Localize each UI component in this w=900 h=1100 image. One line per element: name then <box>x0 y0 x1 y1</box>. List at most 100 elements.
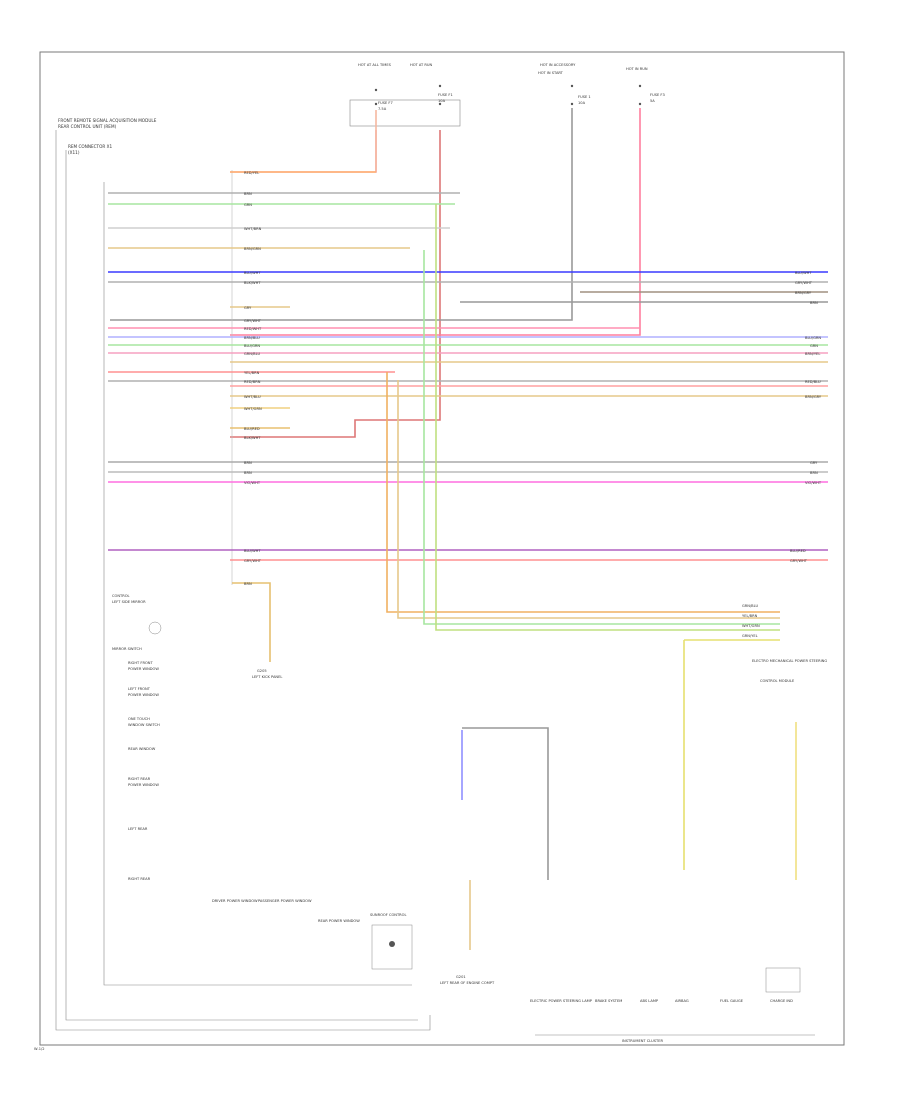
svg-text:BLK/WHT: BLK/WHT <box>244 281 261 285</box>
footer-code: W-1/2 <box>34 1047 45 1051</box>
fuse-block-a: HOT AT ALL TIMES HOT AT RUN FUSE F7 7.5A… <box>349 63 461 127</box>
svg-text:RIGHT FRONT: RIGHT FRONT <box>128 661 153 665</box>
svg-text:BRN/GRY: BRN/GRY <box>805 395 822 399</box>
ground-g205: G205 LEFT KICK PANEL <box>252 669 282 679</box>
svg-text:BLU/GRN: BLU/GRN <box>805 336 821 340</box>
module-title-2: REAR CONTROL UNIT (REM) <box>58 124 117 129</box>
svg-text:INSTRUMENT CLUSTER: INSTRUMENT CLUSTER <box>622 1039 663 1043</box>
wire-fuse-b2 <box>230 108 641 336</box>
wire-fuse-b1 <box>110 250 573 321</box>
svg-text:BLU/RED: BLU/RED <box>790 549 806 553</box>
svg-text:GRN: GRN <box>244 203 252 207</box>
ground-g201: G201 LEFT REAR OF ENGINE COMPT <box>440 975 495 985</box>
wire-harness <box>108 171 828 561</box>
svg-text:BRN: BRN <box>244 461 252 465</box>
svg-text:10A: 10A <box>578 101 586 105</box>
svg-text:WHT/BLU: WHT/BLU <box>244 395 261 399</box>
svg-text:BLU/WHT: BLU/WHT <box>244 549 261 553</box>
svg-text:LEFT SIDE MIRROR: LEFT SIDE MIRROR <box>112 600 146 604</box>
svg-text:YEL/BRN: YEL/BRN <box>244 371 260 375</box>
svg-text:REAR POWER WINDOW: REAR POWER WINDOW <box>318 919 360 923</box>
svg-text:AIRBAG: AIRBAG <box>675 999 689 1003</box>
svg-text:FUSE F1: FUSE F1 <box>438 93 453 97</box>
svg-text:RIGHT REAR: RIGHT REAR <box>128 777 151 781</box>
svg-text:DRIVER POWER WINDOW: DRIVER POWER WINDOW <box>212 899 258 903</box>
svg-text:LEFT REAR OF ENGINE COMPT: LEFT REAR OF ENGINE COMPT <box>440 981 495 985</box>
svg-text:POWER WINDOW: POWER WINDOW <box>128 667 159 671</box>
svg-text:FUEL GAUGE: FUEL GAUGE <box>720 999 744 1003</box>
svg-text:G201: G201 <box>456 975 466 979</box>
svg-text:LEFT KICK PANEL: LEFT KICK PANEL <box>252 675 282 679</box>
wire-fuse-a2 <box>230 130 441 438</box>
svg-text:BRN/BLU: BRN/BLU <box>244 336 260 340</box>
svg-text:BRN/GRN: BRN/GRN <box>244 247 261 251</box>
connector-outline <box>65 150 418 1021</box>
svg-text:RED/BLU: RED/BLU <box>805 380 821 384</box>
svg-text:REAR WINDOW: REAR WINDOW <box>128 747 156 751</box>
svg-text:PASSENGER POWER WINDOW: PASSENGER POWER WINDOW <box>258 899 312 903</box>
svg-text:LEFT REAR: LEFT REAR <box>128 827 148 831</box>
svg-text:HOT IN START: HOT IN START <box>538 71 564 75</box>
svg-text:YEL/BRN: YEL/BRN <box>742 614 758 618</box>
svg-text:BLU/WHT: BLU/WHT <box>244 271 261 275</box>
svg-text:ELECTRIC POWER STEERING LAMP: ELECTRIC POWER STEERING LAMP <box>530 999 593 1003</box>
right-wire-labels: BLU/WHT GRY/WHT BRN/GRY BRN BLU/GRN GRN … <box>742 271 822 638</box>
svg-text:FUSE F3: FUSE F3 <box>650 93 665 97</box>
svg-text:MIRROR SWITCH: MIRROR SWITCH <box>112 647 142 651</box>
svg-text:BLU/WHT: BLU/WHT <box>795 271 812 275</box>
svg-text:WINDOW SWITCH: WINDOW SWITCH <box>128 723 160 727</box>
svg-text:WHT/GRN: WHT/GRN <box>742 624 760 628</box>
svg-text:HOT IN ACCESSORY: HOT IN ACCESSORY <box>540 63 576 67</box>
diagram-frame <box>39 51 845 1046</box>
svg-text:BLK/WHT: BLK/WHT <box>244 436 261 440</box>
svg-text:POWER WINDOW: POWER WINDOW <box>128 693 159 697</box>
svg-text:RED/BRN: RED/BRN <box>244 380 261 384</box>
svg-text:GRN/YEL: GRN/YEL <box>742 634 758 638</box>
svg-text:FUSE F7: FUSE F7 <box>378 101 393 105</box>
svg-text:7.5A: 7.5A <box>378 107 387 111</box>
svg-text:HOT IN RUN: HOT IN RUN <box>626 67 648 71</box>
svg-text:RED/WHT: RED/WHT <box>244 327 262 331</box>
svg-text:BLU/GRN: BLU/GRN <box>244 344 260 348</box>
svg-text:GRY: GRY <box>244 306 252 310</box>
svg-text:GRY/WHT: GRY/WHT <box>795 281 813 285</box>
svg-text:GRN/BLU: GRN/BLU <box>244 352 260 356</box>
svg-text:HOT AT ALL TIMES: HOT AT ALL TIMES <box>358 63 392 67</box>
svg-text:BRN/GRY: BRN/GRY <box>795 291 812 295</box>
svg-text:BRN: BRN <box>244 582 252 586</box>
svg-text:GRY: GRY <box>810 461 818 465</box>
svg-text:BRN: BRN <box>244 471 252 475</box>
eps-control-module: ELECTRO MECHANICAL POWER STEERING CONTRO… <box>752 659 827 683</box>
svg-text:BRAKE SYSTEM: BRAKE SYSTEM <box>595 999 622 1003</box>
svg-text:BRN: BRN <box>244 192 252 196</box>
switch-bracket <box>103 182 412 986</box>
svg-text:BLU/RED: BLU/RED <box>244 427 260 431</box>
svg-text:BRN/YEL: BRN/YEL <box>805 352 820 356</box>
svg-text:CHARGE IND: CHARGE IND <box>770 999 793 1003</box>
svg-text:5A: 5A <box>650 99 655 103</box>
svg-text:GRY/WHT: GRY/WHT <box>244 559 262 563</box>
svg-text:FUSE 1: FUSE 1 <box>578 95 591 99</box>
fuse-block-b: HOT IN ACCESSORY HOT IN RUN HOT IN START… <box>538 63 665 105</box>
svg-text:RED/YEL: RED/YEL <box>244 171 259 175</box>
svg-text:GRY/WHT: GRY/WHT <box>790 559 808 563</box>
svg-text:GRN/BLU: GRN/BLU <box>742 604 758 608</box>
left-wire-labels: RED/YEL BRN GRN WHT/BRN BRN/GRN BLU/WHT … <box>244 171 262 586</box>
svg-text:WHT/GRN: WHT/GRN <box>244 407 262 411</box>
svg-text:BRN: BRN <box>810 301 818 305</box>
svg-text:GRY/WHT: GRY/WHT <box>244 319 262 323</box>
svg-text:ABS LAMP: ABS LAMP <box>640 999 659 1003</box>
svg-text:CONTROL MODULE: CONTROL MODULE <box>760 679 795 683</box>
instrument-cluster: INSTRUMENT CLUSTER ELECTRIC POWER STEERI… <box>530 967 815 1043</box>
svg-text:LEFT FRONT: LEFT FRONT <box>128 687 151 691</box>
svg-text:ONE TOUCH: ONE TOUCH <box>128 717 150 721</box>
connector-title-2: (X11) <box>68 150 80 155</box>
svg-text:CONTROL: CONTROL <box>112 594 130 598</box>
svg-text:WHT/BRN: WHT/BRN <box>244 227 262 231</box>
svg-text:ELECTRO MECHANICAL POWER STEER: ELECTRO MECHANICAL POWER STEERING <box>752 659 827 663</box>
svg-text:SUNROOF CONTROL: SUNROOF CONTROL <box>370 913 407 917</box>
svg-text:RIGHT REAR: RIGHT REAR <box>128 877 151 881</box>
svg-text:VIO/WHT: VIO/WHT <box>805 481 822 485</box>
left-switch-panel: CONTROL LEFT SIDE MIRROR MIRROR SWITCH R… <box>112 594 162 881</box>
